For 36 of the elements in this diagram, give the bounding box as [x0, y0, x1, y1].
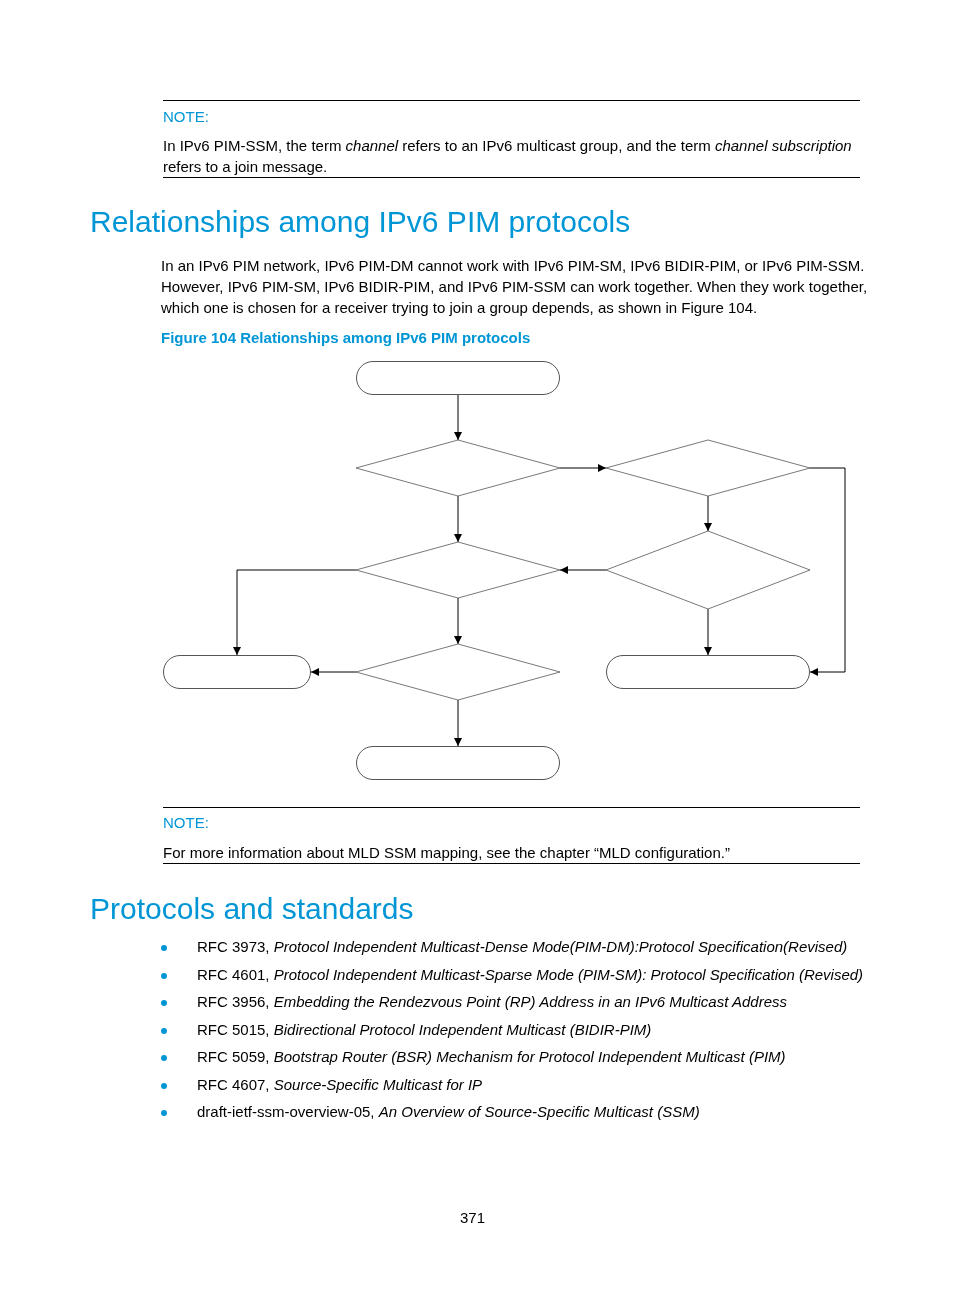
terminal-box — [163, 655, 311, 689]
terminal-box — [356, 746, 560, 780]
terminal-box — [356, 361, 560, 395]
figure-caption: Figure 104 Relationships among IPv6 PIM protocols — [161, 328, 531, 348]
list-item: RFC 5015, Bidirectional Protocol Independent Multicast (BIDIR-PIM) — [197, 1019, 652, 1040]
section-heading: Relationships among IPv6 PIM protocols — [90, 205, 631, 239]
decision-diamond — [356, 542, 560, 598]
note-text: For more information about MLD SSM mapping, see the chapter “MLD configuration.” — [163, 843, 731, 863]
arrow — [559, 464, 607, 472]
arrow — [310, 668, 357, 676]
arrow — [454, 394, 462, 441]
arrow — [454, 699, 462, 747]
decision-diamond — [356, 440, 560, 496]
arrow — [704, 495, 712, 532]
list-item: RFC 4607, Source-Specific Multicast for IP — [197, 1074, 483, 1095]
list-item: RFC 5059, Bootstrap Router (BSR) Mechanism for Protocol Independent Multicast (PIM) — [197, 1047, 786, 1067]
list-item: RFC 3973, Protocol Independent Multicast-Dense Mode(PIM-DM):Protocol Specification(Revised) — [197, 937, 848, 957]
section-heading: Protocols and standards — [90, 892, 414, 926]
note-heading: NOTE: — [163, 108, 209, 125]
arrow — [559, 566, 607, 574]
arrow — [454, 597, 462, 645]
decision-diamond — [606, 440, 810, 496]
note-text: In IPv6 PIM-SSM, the term channel refers to an IPv6 multicast group, and the term channel subscription refers to a join message. — [163, 136, 853, 177]
list-item: RFC 3956, Embedding the Rendezvous Point (RP) Address in an IPv6 Multicast Address — [197, 992, 787, 1012]
arrow — [809, 467, 846, 676]
decision-diamond — [606, 531, 810, 609]
note-heading: NOTE: — [163, 814, 209, 831]
arrow — [454, 495, 462, 543]
decision-diamond — [356, 644, 560, 700]
list-item: RFC 4601, Protocol Independent Multicast-Sparse Mode (PIM-SM): Protocol Specification (Revised) — [197, 964, 864, 985]
arrow — [233, 569, 357, 656]
page-number: 371 — [460, 1208, 486, 1228]
terminal-box — [606, 655, 810, 689]
list-item: draft-ietf-ssm-overview-05, An Overview of Source-Specific Multicast (SSM) — [197, 1102, 700, 1122]
arrow — [704, 608, 712, 656]
body-paragraph: In an IPv6 PIM network, IPv6 PIM-DM cannot work with IPv6 PIM-SM, IPv6 BIDIR-PIM, or IPv6 PIM-SSM. However, IPv6 PIM-SM, IPv6 BIDIR-PIM, and IPv6 PIM-SSM can work together. When they work together, which one is chosen for a receiver trying to join a group depends, as shown in Figure 104. — [161, 256, 869, 318]
